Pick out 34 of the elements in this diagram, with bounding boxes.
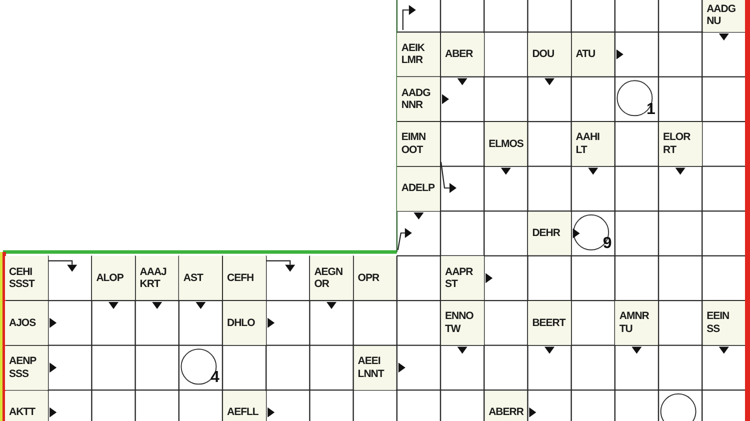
- clue-cell: DHLO: [223, 301, 266, 345]
- clue-cell: CEFH: [223, 256, 266, 300]
- clue-cell: OPR: [354, 256, 396, 300]
- clue-cell: BEERT: [528, 301, 571, 345]
- clue-cell: AJOS: [5, 301, 48, 345]
- circle-number: 9: [602, 236, 612, 252]
- clue-cell: ABERR: [484, 390, 528, 421]
- clue-cell: ALOP: [92, 256, 135, 300]
- clue-cell: CEHI SSST: [5, 256, 48, 300]
- clue-cell: AEFLL: [223, 390, 266, 421]
- clue-cell: AEEI LNNT: [354, 346, 396, 390]
- clue-cell: ENNO TW: [441, 301, 484, 345]
- clue-cell: AADG NNR: [397, 77, 440, 122]
- clue-cell: AKTT: [5, 390, 48, 421]
- clue-cell: AEGN OR: [310, 256, 353, 300]
- clue-cell: EEIN SS: [702, 301, 746, 345]
- clue-cell: AAHI LT: [572, 122, 614, 166]
- clue-cell: ADELP: [397, 166, 440, 211]
- clue-cell: AADG NU: [702, 0, 746, 32]
- clue-cell: AAAJ KRT: [136, 256, 178, 300]
- clue-cell: ATU: [572, 32, 614, 76]
- circle-number: 4: [210, 370, 220, 386]
- clue-cell: AST: [179, 256, 222, 300]
- clue-cell: EIMN OOT: [397, 122, 440, 166]
- clue-cell: AMNR TU: [615, 301, 658, 345]
- clue-cell: AENP SSS: [5, 346, 48, 390]
- clue-cell: DEHR: [528, 212, 571, 256]
- clue-cell: ELOR RT: [659, 122, 702, 166]
- clue-cell: AAPR ST: [441, 256, 484, 300]
- circle-number: 1: [646, 102, 656, 118]
- clue-cell: AEIK LMR: [397, 32, 440, 76]
- clue-cell: ELMOS: [484, 122, 528, 166]
- clue-cell: ABER: [441, 32, 484, 76]
- clue-cell: DOU: [528, 32, 571, 76]
